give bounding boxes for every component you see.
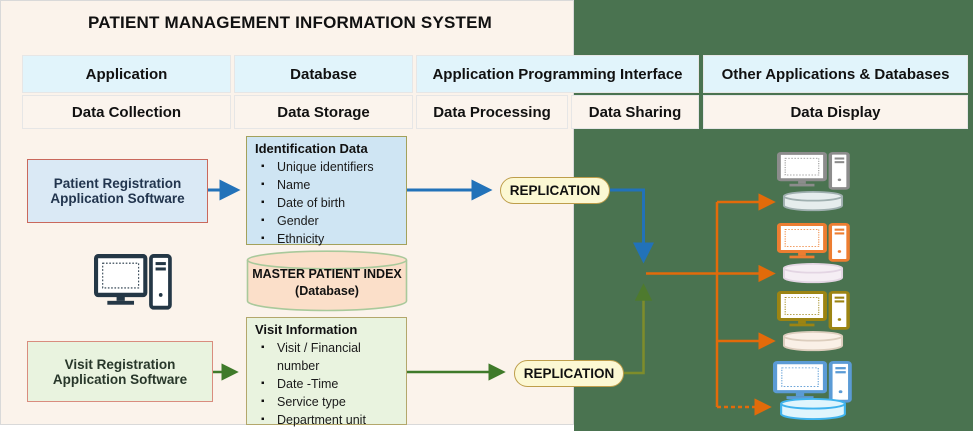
list-item: Ethnicity (261, 230, 400, 248)
workstation-icon (777, 152, 850, 190)
replication-top-pill: REPLICATION (500, 177, 610, 204)
workstation-icon (773, 361, 852, 403)
workstation-icon (777, 223, 850, 262)
list-item: Visit / Financial number (261, 339, 400, 375)
visit-information-list: Visit / Financial number Date -Time Serv… (255, 339, 400, 429)
header-data-storage: Data Storage (234, 95, 413, 129)
list-item: Service type (261, 393, 400, 411)
identification-data-box: Identification Data Unique identifiers N… (246, 136, 407, 248)
workstation-icon (777, 291, 850, 330)
header-other-apps: Other Applications & Databases (703, 55, 968, 93)
database-icon (783, 263, 843, 283)
list-item: Department unit (261, 411, 400, 429)
master-patient-index-cylinder-icon (246, 250, 408, 312)
header-data-sharing: Data Sharing (571, 95, 699, 129)
header-data-display: Data Display (703, 95, 968, 129)
page-title: PATIENT MANAGEMENT INFORMATION SYSTEM (87, 13, 493, 32)
list-item: Date of birth (261, 194, 400, 212)
header-data-collection: Data Collection (22, 95, 231, 129)
header-application: Application (22, 55, 231, 93)
workstation-icon (94, 254, 172, 310)
visit-information-title: Visit Information (255, 322, 358, 337)
list-item: Date -Time (261, 375, 400, 393)
database-icon (783, 331, 843, 351)
visit-information-box: Visit Information Visit / Financial numb… (246, 317, 407, 429)
database-icon (781, 398, 845, 420)
header-data-processing: Data Processing (416, 95, 568, 129)
header-database: Database (234, 55, 413, 93)
master-patient-index-label: MASTER PATIENT INDEX (Database) (252, 267, 402, 298)
identification-data-list: Unique identifiers Name Date of birth Ge… (255, 158, 400, 248)
patient-registration-box: Patient Registration Application Softwar… (27, 159, 208, 223)
list-item: Gender (261, 212, 400, 230)
database-icon (783, 191, 843, 211)
replication-bottom-pill: REPLICATION (514, 360, 624, 387)
list-item: Name (261, 176, 400, 194)
header-api: Application Programming Interface (416, 55, 699, 93)
visit-registration-box: Visit Registration Application Software (27, 341, 213, 402)
identification-data-title: Identification Data (255, 141, 368, 156)
list-item: Unique identifiers (261, 158, 400, 176)
